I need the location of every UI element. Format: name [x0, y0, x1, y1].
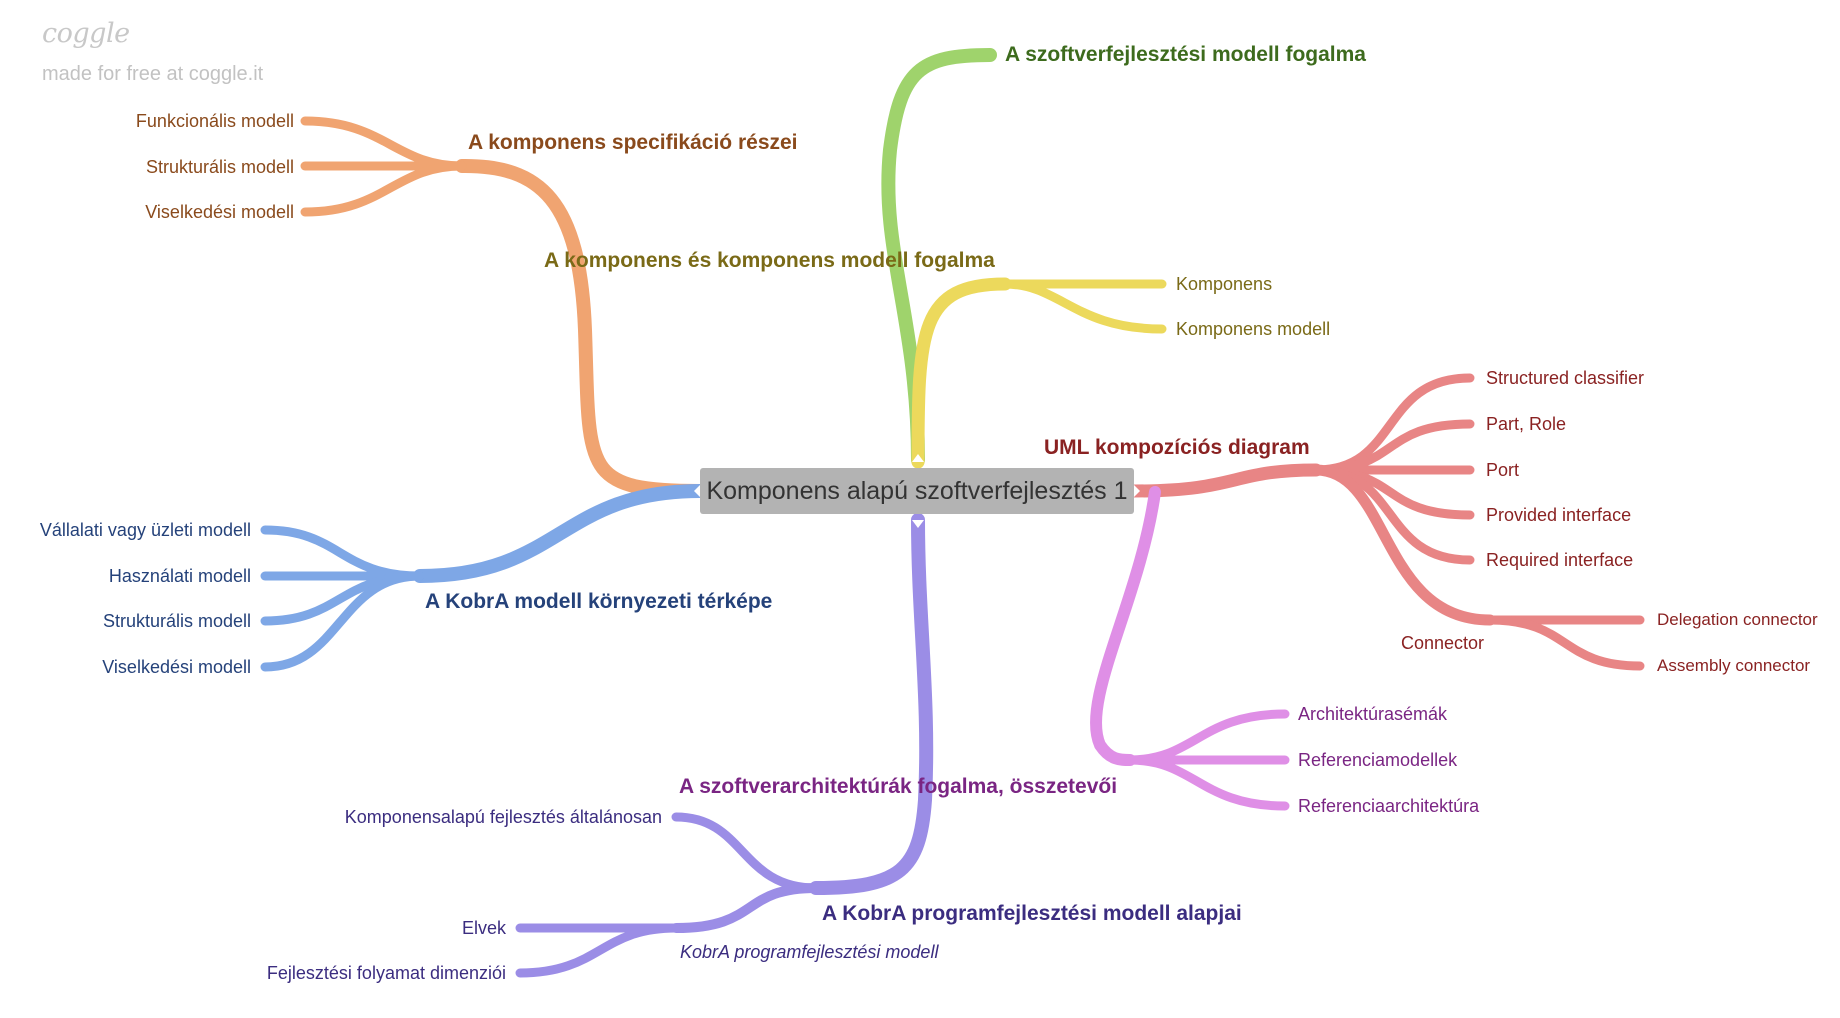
- connector-item[interactable]: Assembly connector: [1657, 656, 1811, 675]
- arch-item[interactable]: Architektúrasémák: [1298, 704, 1448, 724]
- kobra-dev-sub-item[interactable]: Elvek: [461, 918, 506, 938]
- branch-kobra-dev: [515, 513, 934, 978]
- branch-uml: [1127, 373, 1645, 671]
- coggle-logo: coggle: [42, 18, 130, 49]
- uml-item[interactable]: Structured classifier: [1486, 368, 1645, 388]
- kobra-dev-sub-item[interactable]: Fejlesztési folyamat dimenziói: [266, 963, 506, 983]
- uml-item[interactable]: Part, Role: [1486, 414, 1567, 434]
- spec-title[interactable]: A komponens specifikáció részei: [468, 131, 798, 154]
- kobra-env-item[interactable]: Használati modell: [108, 566, 251, 586]
- arch-title[interactable]: A szoftverarchitektúrák fogalma, összete…: [679, 775, 1118, 798]
- component-item[interactable]: Komponens modell: [1176, 319, 1331, 339]
- connector-title[interactable]: Connector: [1401, 633, 1485, 653]
- swmodel-title[interactable]: A szoftverfejlesztési modell fogalma: [1005, 43, 1366, 66]
- uml-item[interactable]: Required interface: [1486, 550, 1634, 570]
- arch-item[interactable]: Referenciamodellek: [1298, 750, 1458, 770]
- branch-kobra-env: [260, 484, 707, 672]
- connector-item[interactable]: Delegation connector: [1657, 610, 1818, 629]
- spec-item[interactable]: Viselkedési modell: [145, 202, 294, 222]
- kobra-env-item[interactable]: Strukturális modell: [102, 611, 251, 631]
- uml-item[interactable]: Port: [1486, 460, 1520, 480]
- coggle-tagline: made for free at coggle.it: [42, 63, 264, 85]
- uml-title[interactable]: UML kompozíciós diagram: [1044, 436, 1310, 459]
- component-title[interactable]: A komponens és komponens modell fogalma: [544, 249, 995, 272]
- root-node[interactable]: Komponens alapú szoftverfejlesztés 1: [700, 468, 1134, 514]
- uml-item[interactable]: Provided interface: [1486, 505, 1632, 525]
- component-item[interactable]: Komponens: [1176, 274, 1273, 294]
- branch-spec: [300, 116, 707, 498]
- spec-item[interactable]: Funkcionális modell: [135, 111, 294, 131]
- branch-arch: [1090, 486, 1290, 811]
- kobra-dev-item[interactable]: Komponensalapú fejlesztés általánosan: [344, 807, 662, 827]
- kobra-dev-sub-title[interactable]: KobrA programfejlesztési modell: [680, 942, 939, 962]
- kobra-dev-title[interactable]: A KobrA programfejlesztési modell alapja…: [822, 902, 1242, 925]
- kobra-env-title[interactable]: A KobrA modell környezeti térképe: [425, 590, 773, 613]
- kobra-env-item[interactable]: Vállalati vagy üzleti modell: [39, 520, 251, 540]
- branch-component: [911, 277, 1167, 469]
- branch-swmodel: [881, 48, 997, 467]
- arch-item[interactable]: Referenciaarchitektúra: [1298, 796, 1480, 816]
- kobra-env-item[interactable]: Viselkedési modell: [102, 657, 251, 677]
- spec-item[interactable]: Strukturális modell: [145, 157, 294, 177]
